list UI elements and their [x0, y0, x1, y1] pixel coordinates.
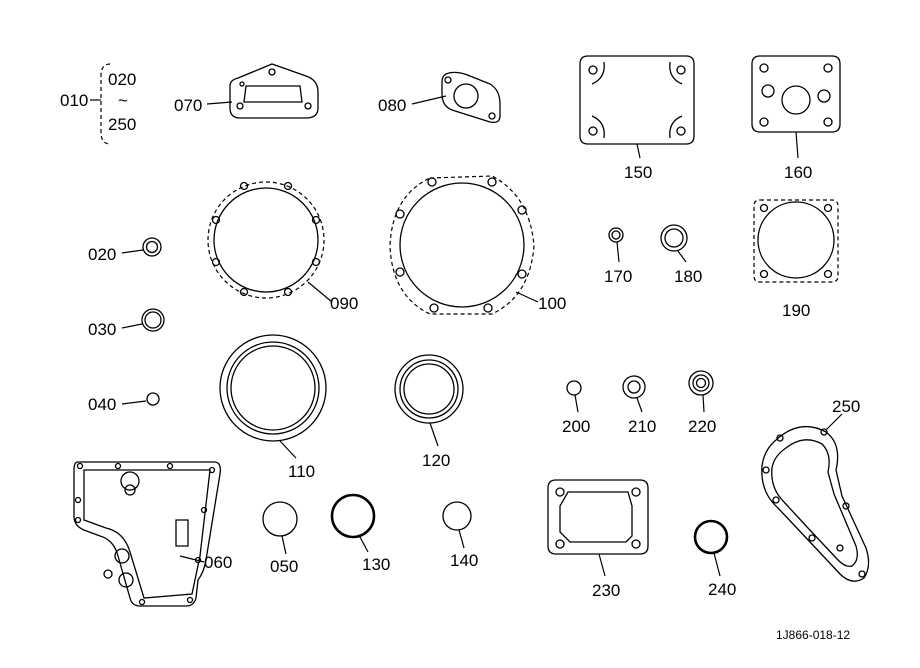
- label-140: 140: [450, 551, 478, 570]
- part-190-square-gasket: 190: [753, 199, 839, 320]
- part-060-case-gasket: 060: [73, 461, 232, 607]
- part-070-cover-gasket: 070: [174, 63, 319, 119]
- part-050-o-ring: 050: [262, 501, 298, 576]
- part-040-o-ring: 040: [88, 392, 160, 414]
- part-160-plate-gasket: 160: [751, 55, 841, 182]
- label-250-range-end: 250: [108, 115, 136, 134]
- label-240: 240: [708, 580, 736, 599]
- label-010: 010: [60, 91, 88, 110]
- part-080-flange-gasket: 080: [378, 71, 501, 124]
- label-070: 070: [174, 96, 202, 115]
- label-160: 160: [784, 163, 812, 182]
- label-170: 170: [604, 267, 632, 286]
- part-020-ring: 020: [88, 237, 162, 264]
- part-240-o-ring: 240: [693, 519, 736, 599]
- label-030: 030: [88, 320, 116, 339]
- part-030-ring: 030: [88, 308, 165, 339]
- part-100-housing-gasket: 100: [389, 175, 566, 315]
- label-090: 090: [330, 294, 358, 313]
- part-230-plate-gasket: 230: [547, 479, 649, 600]
- label-060: 060: [204, 553, 232, 572]
- part-210-seal: 210: [622, 375, 656, 436]
- label-120: 120: [422, 451, 450, 470]
- part-140-o-ring: 140: [442, 501, 478, 570]
- drawing-reference-number: 1J866-018-12: [776, 628, 850, 642]
- part-010-kit-group: 010 020 ~ 250: [60, 63, 136, 145]
- label-100: 100: [538, 294, 566, 313]
- label-020-range-start: 020: [108, 70, 136, 89]
- label-050: 050: [270, 557, 298, 576]
- label-230: 230: [592, 581, 620, 600]
- label-250: 250: [832, 397, 860, 416]
- label-110: 110: [288, 462, 315, 481]
- part-090-round-gasket: 090: [207, 181, 358, 313]
- label-190: 190: [782, 301, 810, 320]
- part-120-oil-seal: 120: [394, 354, 464, 470]
- label-210: 210: [628, 417, 656, 436]
- label-220: 220: [688, 417, 716, 436]
- label-040: 040: [88, 395, 116, 414]
- label-150: 150: [624, 163, 652, 182]
- label-range-separator: ~: [118, 91, 128, 110]
- part-150-plate-gasket: 150: [579, 55, 695, 182]
- label-080: 080: [378, 96, 406, 115]
- label-130: 130: [362, 555, 390, 574]
- label-020: 020: [88, 245, 116, 264]
- part-130-o-ring: 130: [330, 493, 390, 574]
- part-200-o-ring: 200: [562, 380, 590, 436]
- part-110-oil-seal: 110: [219, 334, 327, 481]
- label-200: 200: [562, 417, 590, 436]
- part-170-small-ring: 170: [604, 227, 632, 286]
- part-220-seal: 220: [688, 370, 716, 436]
- label-180: 180: [674, 267, 702, 286]
- part-250-pump-gasket: 250: [761, 397, 870, 582]
- part-180-ring: 180: [660, 224, 702, 286]
